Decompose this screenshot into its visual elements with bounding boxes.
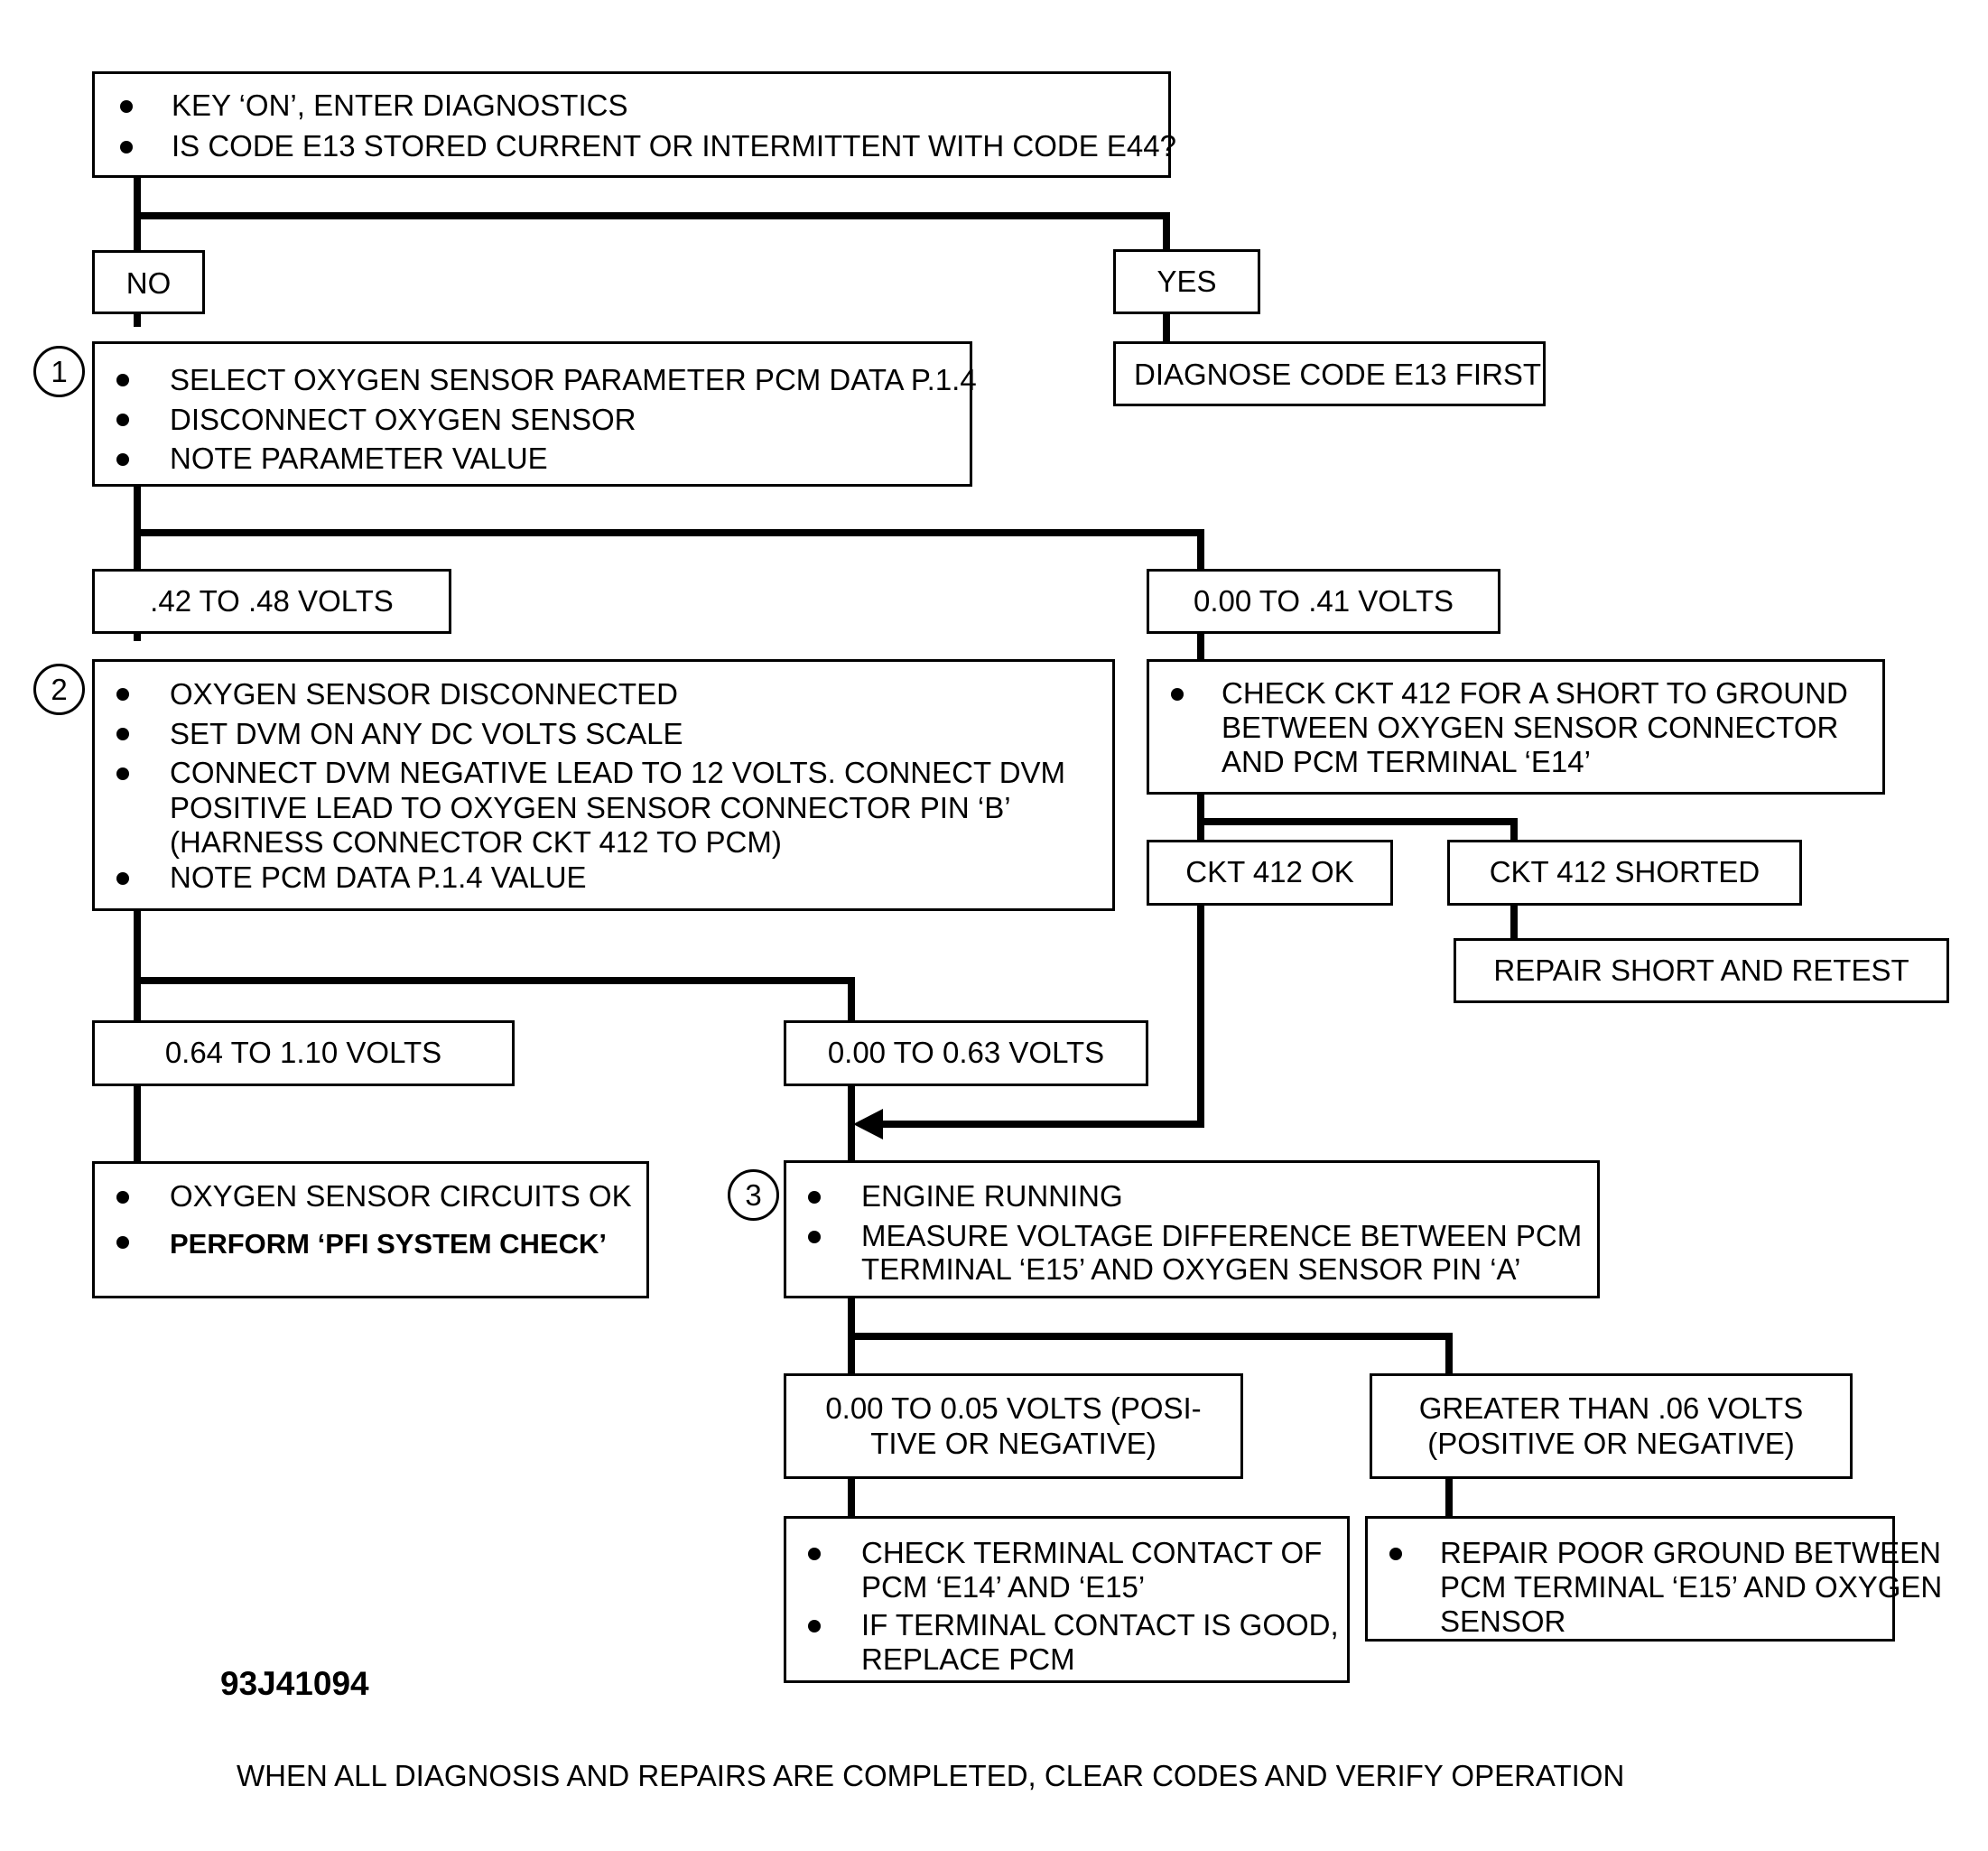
final-right-box: REPAIR POOR GROUND BETWEEN PCM TERMINAL … (1365, 1516, 1942, 1642)
bullet-icon (120, 141, 133, 153)
bullet-icon (808, 1191, 821, 1204)
arrowhead-into-step3 (853, 1109, 883, 1139)
bullet-icon (116, 374, 129, 386)
yes-action-box: DIAGNOSE CODE E13 FIRST (1113, 341, 1546, 406)
bullet-icon (116, 453, 129, 466)
final-left-line-1b: PCM ‘E14’ AND ‘E15’ (861, 1570, 1146, 1604)
circuits-ok-box: OXYGEN SENSOR CIRCUITS OK PERFORM ‘PFI S… (92, 1161, 649, 1298)
step-3-number: 3 (728, 1169, 779, 1221)
connector-ckt-ok-to-step3 (861, 902, 1204, 1128)
start-line-1: KEY ‘ON’, ENTER DIAGNOSTICS (172, 88, 628, 122)
bullet-icon (116, 1191, 129, 1204)
step-1-line-1: SELECT OXYGEN SENSOR PARAMETER PCM DATA … (170, 363, 977, 396)
circuits-ok-line-1: OXYGEN SENSOR CIRCUITS OK (170, 1179, 632, 1213)
result-1-left-label: .42 TO .48 VOLTS (92, 569, 451, 634)
result-2-left-label: 0.64 TO 1.10 VOLTS (92, 1020, 515, 1086)
check-ckt-412-line-2: BETWEEN OXYGEN SENSOR CONNECTOR (1222, 711, 1839, 744)
footer-note: WHEN ALL DIAGNOSIS AND REPAIRS ARE COMPL… (237, 1759, 1625, 1792)
result-1-right-label: 0.00 TO .41 VOLTS (1147, 569, 1500, 634)
final-left-box: CHECK TERMINAL CONTACT OF PCM ‘E14’ AND … (784, 1516, 1350, 1683)
check-ckt-412-line-3: AND PCM TERMINAL ‘E14’ (1222, 745, 1591, 778)
step-1-line-2: DISCONNECT OXYGEN SENSOR (170, 403, 636, 436)
bullet-icon (808, 1620, 821, 1632)
result-3-right-label: GREATER THAN .06 VOLTS (POSITIVE OR NEGA… (1370, 1373, 1853, 1479)
branch-yes-label: YES (1113, 249, 1260, 314)
circuits-ok-line-2: PERFORM ‘PFI SYSTEM CHECK’ (170, 1228, 607, 1260)
bullet-icon (120, 100, 133, 113)
step-3-line-2b: TERMINAL ‘E15’ AND OXYGEN SENSOR PIN ‘A’ (861, 1252, 1521, 1286)
bullet-icon (116, 1236, 129, 1249)
repair-short-box: REPAIR SHORT AND RETEST (1454, 938, 1949, 1003)
connector-to-result1-right (134, 529, 1204, 574)
step-1-line-3: NOTE PARAMETER VALUE (170, 442, 548, 475)
connector-to-ckt-shorted (1197, 818, 1518, 845)
bullet-icon (116, 688, 129, 701)
branch-no-label: NO (92, 250, 205, 314)
bullet-icon (116, 728, 129, 740)
step-2-line-3c: (HARNESS CONNECTOR CKT 412 TO PCM) (170, 825, 782, 859)
step-2-box: OXYGEN SENSOR DISCONNECTED SET DVM ON AN… (92, 659, 1115, 911)
connector-to-result2-right (134, 977, 855, 1027)
connector-to-result3-right (848, 1333, 1453, 1378)
connector-to-yes (134, 212, 1170, 253)
check-ckt-412-box: CHECK CKT 412 FOR A SHORT TO GROUND BETW… (1147, 659, 1885, 795)
bullet-icon (116, 767, 129, 780)
step-3-line-2a: MEASURE VOLTAGE DIFFERENCE BETWEEN PCM (861, 1219, 1583, 1252)
step-1-box: SELECT OXYGEN SENSOR PARAMETER PCM DATA … (92, 341, 977, 487)
bullet-icon (808, 1231, 821, 1243)
final-left-line-2a: IF TERMINAL CONTACT IS GOOD, (861, 1608, 1339, 1642)
step-2-line-2: SET DVM ON ANY DC VOLTS SCALE (170, 717, 683, 750)
final-left-line-1a: CHECK TERMINAL CONTACT OF (861, 1536, 1323, 1569)
bullet-icon (116, 872, 129, 885)
step-2-line-1: OXYGEN SENSOR DISCONNECTED (170, 677, 678, 711)
ckt-412-shorted-label: CKT 412 SHORTED (1447, 840, 1802, 906)
start-line-2: IS CODE E13 STORED CURRENT OR INTERMITTE… (172, 129, 1176, 163)
final-right-line-2: PCM TERMINAL ‘E15’ AND OXYGEN (1440, 1570, 1943, 1604)
check-ckt-412-line-1: CHECK CKT 412 FOR A SHORT TO GROUND (1222, 676, 1848, 710)
bullet-icon (1171, 688, 1184, 701)
final-right-line-3: SENSOR (1440, 1605, 1566, 1638)
step-2-line-3b: POSITIVE LEAD TO OXYGEN SENSOR CONNECTOR… (170, 791, 1011, 824)
step-3-box: ENGINE RUNNING MEASURE VOLTAGE DIFFERENC… (784, 1160, 1600, 1298)
step-1-number: 1 (33, 346, 85, 397)
result-3-left-label: 0.00 TO 0.05 VOLTS (POSI- TIVE OR NEGATI… (784, 1373, 1243, 1479)
bullet-icon (808, 1548, 821, 1560)
bullet-icon (116, 414, 129, 426)
step-2-line-4: NOTE PCM DATA P.1.4 VALUE (170, 860, 587, 894)
step-2-number: 2 (33, 664, 85, 715)
result-2-right-label: 0.00 TO 0.63 VOLTS (784, 1020, 1148, 1086)
final-right-line-1: REPAIR POOR GROUND BETWEEN (1440, 1536, 1941, 1569)
step-3-line-1: ENGINE RUNNING (861, 1179, 1123, 1213)
start-box: KEY ‘ON’, ENTER DIAGNOSTICS IS CODE E13 … (92, 71, 1176, 178)
final-left-line-2b: REPLACE PCM (861, 1642, 1075, 1676)
ckt-412-ok-label: CKT 412 OK (1147, 840, 1393, 906)
step-2-line-3a: CONNECT DVM NEGATIVE LEAD TO 12 VOLTS. C… (170, 756, 1066, 789)
figure-code: 93J41094 (220, 1665, 369, 1702)
bullet-icon (1389, 1548, 1402, 1560)
